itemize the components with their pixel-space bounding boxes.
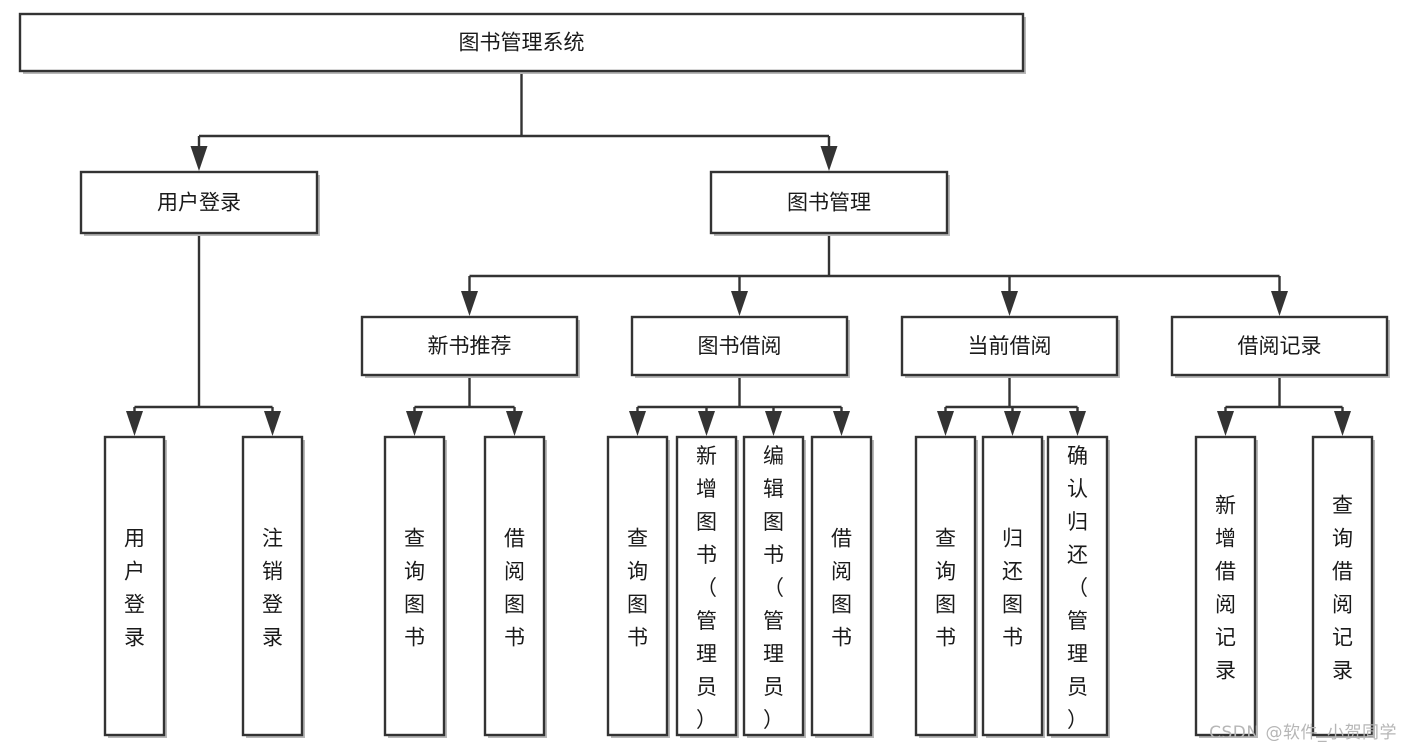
node-label: 新书推荐 — [428, 334, 512, 358]
node-leaf-borrow-book-2[interactable]: 借阅图书 — [810, 435, 874, 738]
node-box[interactable] — [810, 435, 873, 737]
node-box[interactable] — [742, 435, 805, 737]
node-box[interactable] — [675, 435, 738, 737]
node-label: 借阅图书 — [504, 527, 525, 650]
node-root[interactable]: 图书管理系统 — [18, 12, 1026, 74]
arrow-head-icon — [1001, 291, 1018, 316]
node-leaf-add-book[interactable]: 新增图书（管理员） — [675, 435, 739, 738]
node-leaf-borrow-book-1[interactable]: 借阅图书 — [483, 435, 547, 738]
node-leaf-query-record[interactable]: 查询借阅记录 — [1311, 435, 1375, 738]
node-leaf-user-login[interactable]: 用户登录 — [103, 435, 167, 738]
connector-group — [190, 71, 838, 171]
watermark-text: CSDN @软件_小贺同学 — [1209, 723, 1397, 743]
node-box[interactable] — [914, 435, 977, 737]
node-box[interactable] — [18, 12, 1025, 73]
connector-group — [629, 375, 850, 436]
node-box[interactable] — [900, 315, 1119, 377]
node-label: 图书管理系统 — [459, 31, 585, 55]
arrow-head-icon — [1069, 411, 1086, 436]
arrow-head-icon — [406, 411, 423, 436]
node-label: 新增借阅记录 — [1215, 494, 1236, 683]
node-label: 归还图书 — [1002, 527, 1023, 650]
node-label: 查询图书 — [935, 527, 956, 650]
node-box[interactable] — [630, 315, 849, 377]
node-label: 用户登录 — [157, 191, 241, 215]
node-box[interactable] — [241, 435, 304, 737]
node-label: 编辑图书（管理员） — [763, 444, 784, 732]
node-box[interactable] — [360, 315, 579, 377]
node-box[interactable] — [606, 435, 669, 737]
arrow-head-icon — [264, 411, 281, 436]
node-label: 借阅图书 — [831, 527, 852, 650]
arrow-head-icon — [190, 146, 208, 171]
connector-group — [1217, 375, 1351, 436]
node-label: 查询图书 — [404, 527, 425, 650]
arrow-head-icon — [1217, 411, 1234, 436]
arrow-head-icon — [820, 146, 838, 171]
node-box[interactable] — [1311, 435, 1374, 737]
node-label: 新增图书（管理员） — [696, 444, 717, 732]
node-new-book-recommend[interactable]: 新书推荐 — [360, 315, 580, 378]
node-borrow-record[interactable]: 借阅记录 — [1170, 315, 1390, 378]
arrow-head-icon — [698, 411, 715, 436]
node-box[interactable] — [383, 435, 446, 737]
arrow-head-icon — [506, 411, 523, 436]
node-label: 查询图书 — [627, 527, 648, 650]
node-box[interactable] — [1170, 315, 1389, 377]
arrow-head-icon — [765, 411, 782, 436]
arrow-head-icon — [1334, 411, 1351, 436]
node-leaf-confirm-return[interactable]: 确认归还（管理员） — [1046, 435, 1110, 738]
node-book-borrow[interactable]: 图书借阅 — [630, 315, 850, 378]
node-book-manage[interactable]: 图书管理 — [709, 170, 950, 236]
node-leaf-logout[interactable]: 注销登录 — [241, 435, 305, 738]
connector-group — [937, 375, 1086, 436]
node-box[interactable] — [483, 435, 546, 737]
node-leaf-return-book[interactable]: 归还图书 — [981, 435, 1045, 738]
node-box[interactable] — [709, 170, 949, 235]
node-leaf-query-book-3[interactable]: 查询图书 — [914, 435, 978, 738]
node-box[interactable] — [1046, 435, 1109, 737]
node-box[interactable] — [981, 435, 1044, 737]
node-box[interactable] — [103, 435, 166, 737]
arrow-head-icon — [937, 411, 954, 436]
node-label: 图书管理 — [787, 191, 871, 215]
node-label: 查询借阅记录 — [1332, 494, 1353, 683]
connector-group — [406, 375, 523, 436]
arrow-head-icon — [833, 411, 850, 436]
node-label: 借阅记录 — [1238, 334, 1322, 358]
node-leaf-add-record[interactable]: 新增借阅记录 — [1194, 435, 1258, 738]
arrow-head-icon — [1004, 411, 1021, 436]
node-layer: 图书管理系统用户登录图书管理新书推荐图书借阅当前借阅借阅记录用户登录注销登录查询… — [18, 12, 1390, 738]
arrow-head-icon — [126, 411, 143, 436]
node-box[interactable] — [79, 170, 319, 235]
node-leaf-edit-book[interactable]: 编辑图书（管理员） — [742, 435, 806, 738]
node-label: 当前借阅 — [968, 334, 1052, 358]
node-user-login[interactable]: 用户登录 — [79, 170, 320, 236]
arrow-head-icon — [731, 291, 748, 316]
node-leaf-query-book-2[interactable]: 查询图书 — [606, 435, 670, 738]
node-label: 用户登录 — [124, 527, 145, 650]
node-label: 确认归还（管理员） — [1067, 444, 1088, 732]
node-box[interactable] — [1194, 435, 1257, 737]
arrow-head-icon — [1271, 291, 1288, 316]
node-current-borrow[interactable]: 当前借阅 — [900, 315, 1120, 378]
arrow-head-icon — [461, 291, 478, 316]
node-label: 图书借阅 — [698, 334, 782, 358]
node-leaf-query-book-1[interactable]: 查询图书 — [383, 435, 447, 738]
connector-layer — [126, 71, 1351, 436]
arrow-head-icon — [629, 411, 646, 436]
connector-group — [126, 233, 281, 436]
node-label: 注销登录 — [262, 527, 283, 650]
connector-group — [461, 233, 1288, 316]
